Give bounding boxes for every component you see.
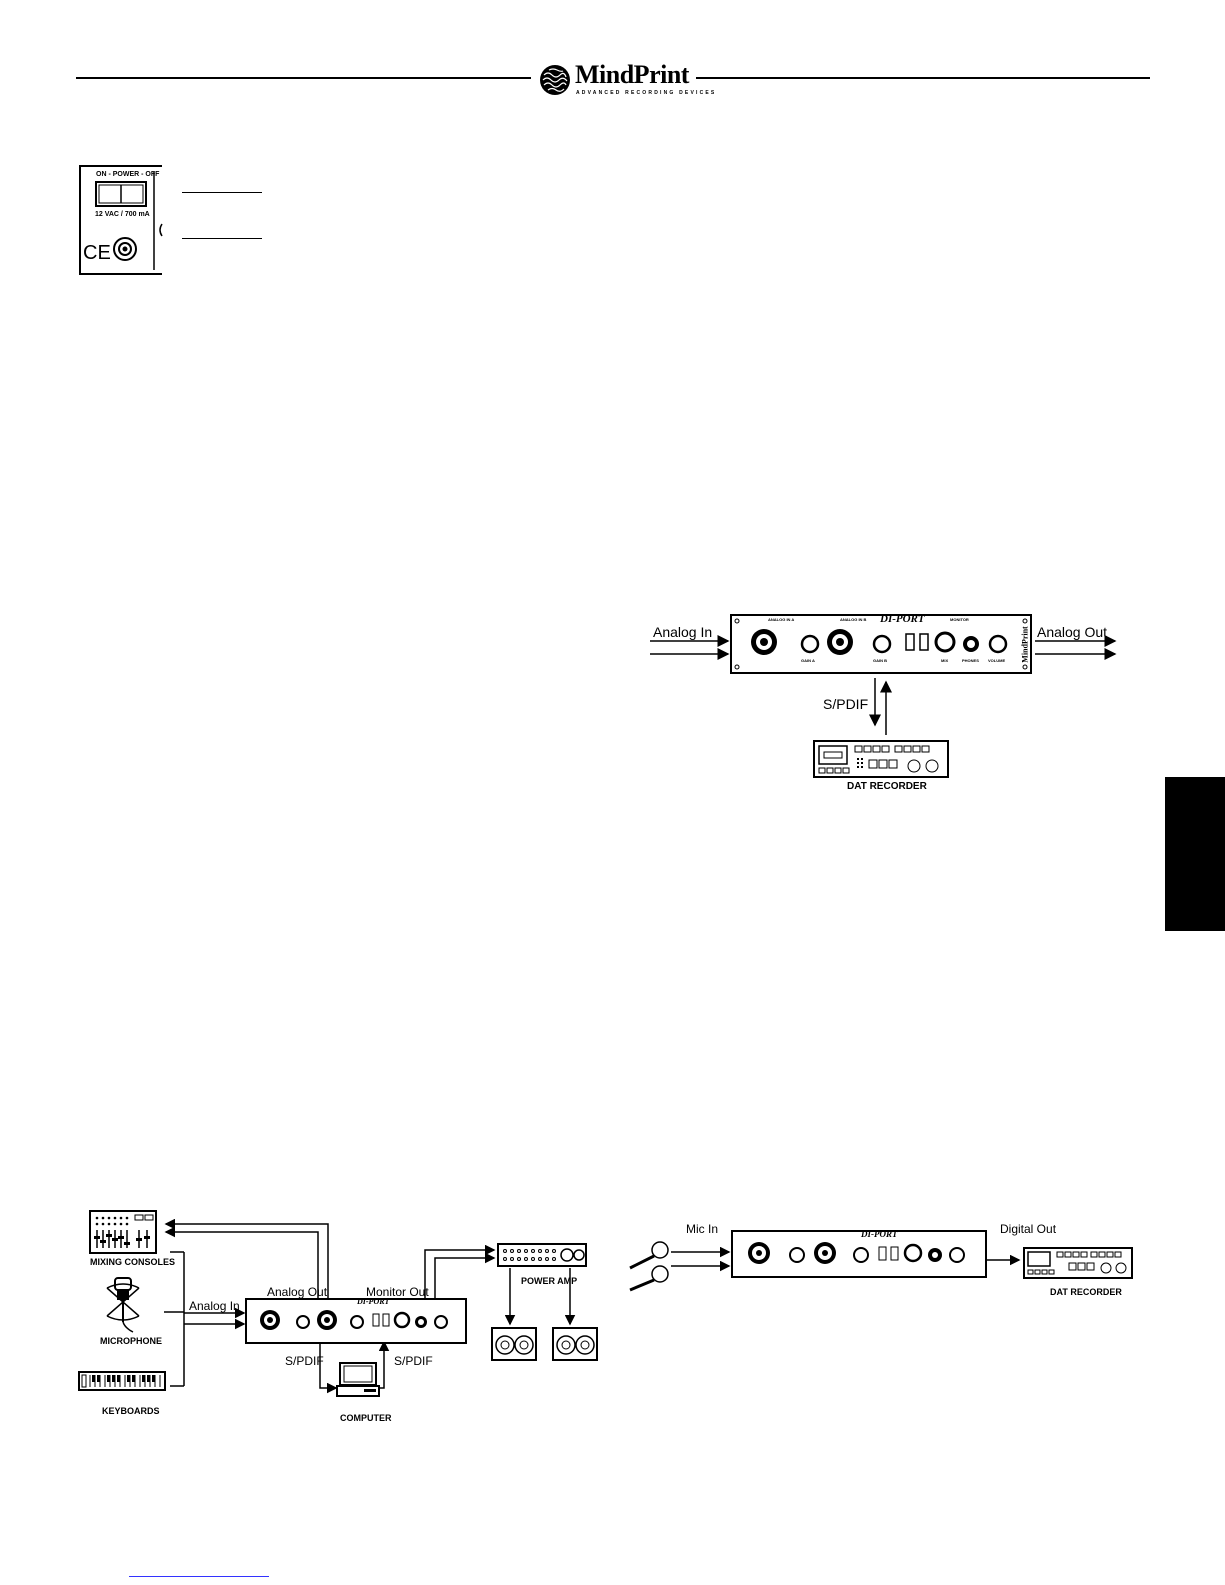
diagram2-analog-out-label: Analog Out bbox=[267, 1285, 328, 1299]
microphone-label: MICROPHONE bbox=[100, 1336, 163, 1346]
diagram1-spdif-label: S/PDIF bbox=[823, 696, 869, 712]
device1-mix: MIX bbox=[941, 658, 949, 663]
handheld-microphone-icon bbox=[629, 1241, 669, 1292]
device1-analog-in-a: ANALOG IN A bbox=[768, 617, 795, 622]
power-rating-label: 12 VAC / 700 mA bbox=[95, 211, 150, 218]
diagram1-connections bbox=[650, 635, 1117, 735]
power-panel-drawing bbox=[79, 165, 163, 275]
diagram2-connections bbox=[164, 1218, 576, 1394]
computer-label: COMPUTER bbox=[340, 1413, 392, 1423]
brand-name: MindPrint bbox=[575, 60, 689, 89]
footer-link-underline bbox=[129, 1576, 269, 1577]
section-tab bbox=[1165, 777, 1225, 931]
dat-recorder-1-icon bbox=[813, 740, 949, 778]
callout-line-switch bbox=[182, 192, 262, 193]
di-port-front-panel-icon bbox=[730, 614, 1032, 674]
microphone-icon bbox=[106, 1277, 140, 1333]
di-port-device-3: DI-PORT bbox=[731, 1229, 987, 1278]
header-rule-left bbox=[76, 77, 531, 79]
diagram2-monitor-out-label: Monitor Out bbox=[366, 1285, 429, 1299]
di-port-device-2: DI-PORT bbox=[245, 1297, 467, 1344]
ce-mark: CE bbox=[83, 242, 111, 264]
device3-model-name: DI-PORT bbox=[861, 1229, 898, 1239]
device1-brand-vertical: MindPrint bbox=[1020, 626, 1030, 663]
header-rule-right bbox=[696, 77, 1150, 79]
speaker-right-icon bbox=[552, 1327, 598, 1361]
di-port-front-panel-icon bbox=[731, 1230, 987, 1278]
diagram3-mic-in-label: Mic In bbox=[686, 1222, 719, 1236]
keyboard-icon bbox=[78, 1371, 166, 1391]
device1-model-name: DI-PORT bbox=[880, 613, 925, 625]
diagram1-analog-out-label: Analog Out bbox=[1037, 624, 1108, 640]
device1-gain-b: GAIN B bbox=[873, 658, 887, 663]
device2-model-name: DI-PORT bbox=[357, 1297, 390, 1306]
power-switch-label: ON - POWER - OFF bbox=[96, 171, 160, 178]
mindprint-logo-icon bbox=[540, 65, 570, 95]
diagram3-connections bbox=[671, 1246, 1021, 1272]
diagram2-analog-in-label: Analog In bbox=[189, 1299, 240, 1313]
device1-monitor: MONITOR bbox=[950, 617, 969, 622]
device1-volume: VOLUME bbox=[988, 658, 1006, 663]
mixing-console-label: MIXING CONSOLES bbox=[90, 1257, 176, 1267]
diagram2-spdif-left-label: S/PDIF bbox=[285, 1354, 324, 1368]
dat-recorder-3-icon bbox=[1023, 1247, 1133, 1279]
device1-phones: PHONES bbox=[962, 658, 979, 663]
diagram2-spdif-right-label: S/PDIF bbox=[394, 1354, 433, 1368]
mixing-console-icon bbox=[89, 1210, 157, 1254]
speaker-left-icon bbox=[491, 1327, 537, 1361]
power-amp-icon bbox=[497, 1243, 587, 1267]
callout-line-socket bbox=[182, 238, 262, 239]
di-port-device-1: DI-PORT ANALOG IN A ANALOG IN B MONITOR … bbox=[730, 613, 1032, 674]
brand-tagline: ADVANCED RECORDING DEVICES bbox=[576, 90, 717, 96]
power-amp-label: POWER AMP bbox=[521, 1276, 578, 1286]
diagram1-analog-in-label: Analog In bbox=[653, 624, 713, 640]
computer-icon bbox=[336, 1362, 380, 1397]
device1-gain-a: GAIN A bbox=[801, 658, 815, 663]
diagram1-dat-recorder-label: DAT RECORDER bbox=[847, 781, 927, 792]
diagram3-digital-out-label: Digital Out bbox=[1000, 1222, 1057, 1236]
diagram3-dat-recorder-label: DAT RECORDER bbox=[1050, 1287, 1122, 1297]
keyboard-label: KEYBOARDS bbox=[102, 1406, 160, 1416]
di-port-front-panel-icon bbox=[245, 1298, 467, 1344]
device1-analog-in-b: ANALOG IN B bbox=[840, 617, 867, 622]
